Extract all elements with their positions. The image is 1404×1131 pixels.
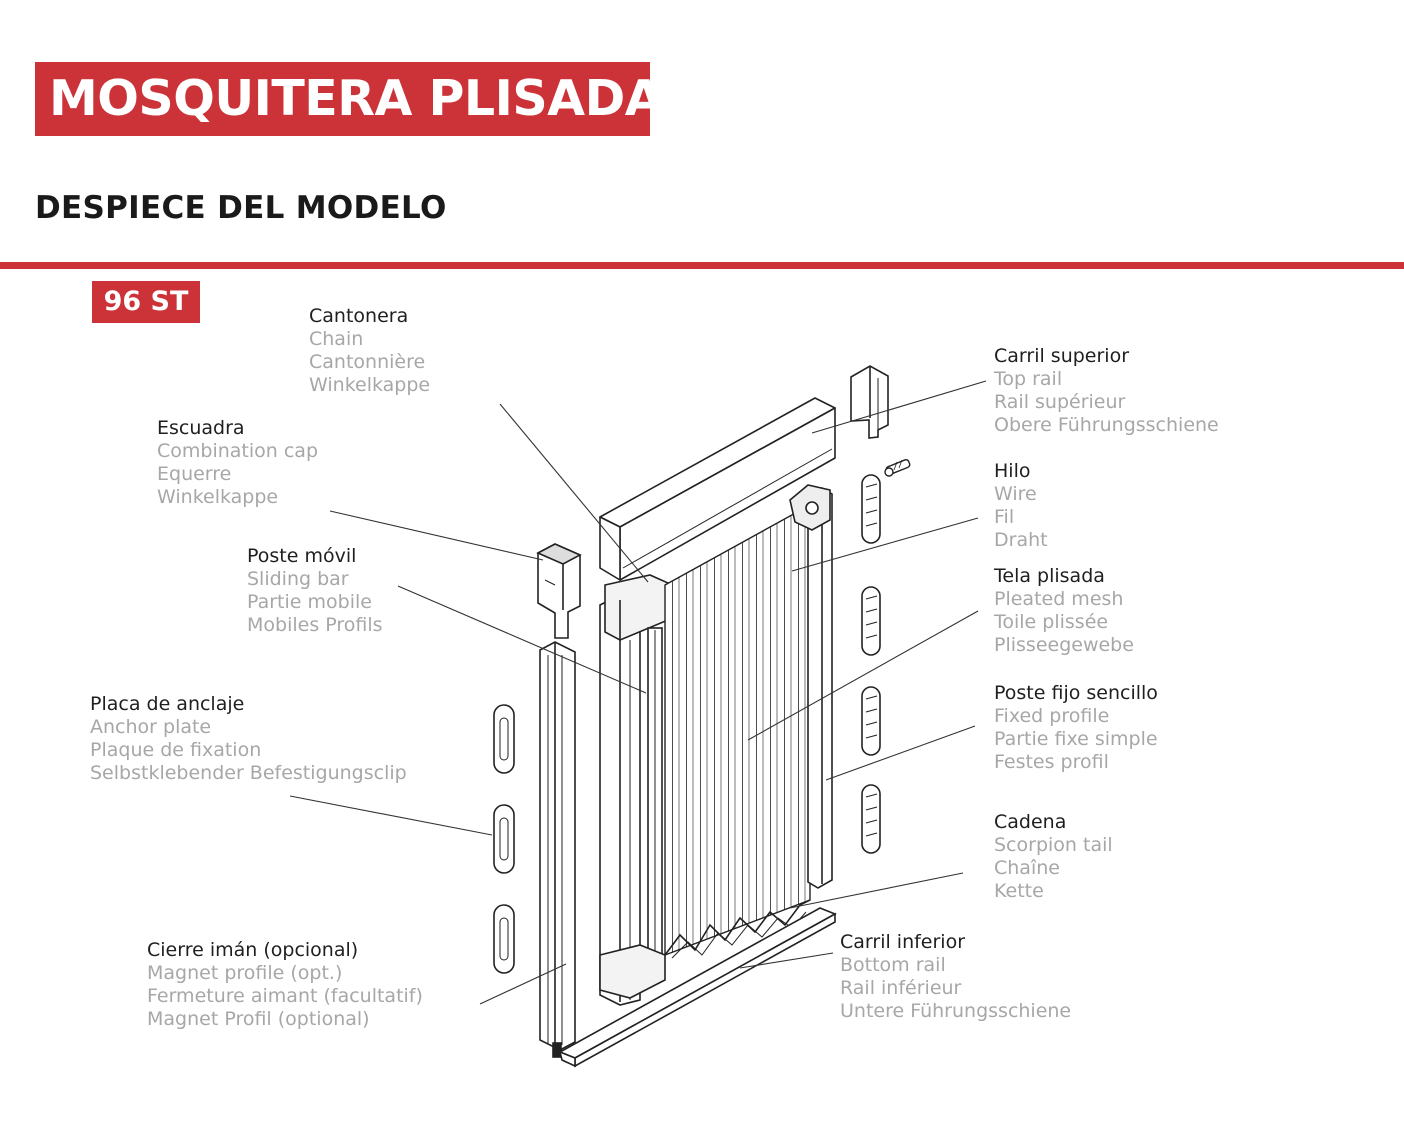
- leader-poste-movil: [397, 585, 647, 694]
- label-fr: Toile plissée: [994, 611, 1109, 633]
- top-rail: [599, 397, 836, 581]
- label-es: Tela plisada: [994, 565, 1105, 587]
- label-fr: Plaque de fixation: [90, 739, 262, 761]
- label-fr: Rail supérieur: [994, 391, 1126, 413]
- label-en: Fixed profile: [994, 705, 1110, 727]
- anchor-plates-left: [493, 704, 515, 974]
- label-es: Placa de anclaje: [90, 693, 245, 715]
- label-de: Winkelkappe: [157, 486, 279, 508]
- label-de: Obere Führungsschiene: [994, 414, 1219, 436]
- label-fr: Rail inférieur: [840, 977, 962, 999]
- label-en: Combination cap: [157, 440, 319, 462]
- label-escuadra: Escuadra Combination cap Equerre Winkelk…: [157, 417, 318, 509]
- label-en: Anchor plate: [90, 716, 212, 738]
- screw-part: [884, 459, 911, 477]
- label-en: Top rail: [994, 368, 1063, 390]
- label-poste-movil: Poste móvil Sliding bar Partie mobile Mo…: [247, 545, 383, 637]
- label-es: Cadena: [994, 811, 1067, 833]
- leader-cierre-iman: [479, 963, 567, 1005]
- label-cierre-iman: Cierre imán (opcional) Magnet profile (o…: [147, 939, 423, 1031]
- label-carril-superior: Carril superior Top rail Rail supérieur …: [994, 345, 1219, 437]
- page-title: MOSQUITERA PLISADA: [49, 70, 663, 127]
- label-es: Carril inferior: [840, 931, 966, 953]
- leader-carril-inferior: [739, 952, 834, 969]
- label-en: Scorpion tail: [994, 834, 1113, 856]
- label-en: Sliding bar: [247, 568, 349, 590]
- label-cadena: Cadena Scorpion tail Chaîne Kette: [994, 811, 1113, 903]
- label-en: Magnet profile (opt.): [147, 962, 343, 984]
- leader-lines: [289, 380, 987, 1005]
- label-de: Draht: [994, 529, 1048, 551]
- label-es: Carril superior: [994, 345, 1130, 367]
- anchor-plates-right: [861, 474, 881, 854]
- label-en: Wire: [994, 483, 1037, 505]
- label-es: Cantonera: [309, 305, 409, 327]
- moving-post: [599, 574, 669, 1006]
- label-de: Festes profil: [994, 751, 1109, 773]
- cantonera-part: [850, 365, 889, 439]
- label-fr: Cantonnière: [309, 351, 426, 373]
- label-es: Poste fijo sencillo: [994, 682, 1158, 704]
- label-en: Bottom rail: [840, 954, 946, 976]
- label-fr: Partie mobile: [247, 591, 372, 613]
- label-fr: Equerre: [157, 463, 232, 485]
- label-de: Selbstklebender Befestigungsclip: [90, 762, 407, 784]
- label-en: Chain: [309, 328, 364, 350]
- label-fr: Fermeture aimant (facultatif): [147, 985, 423, 1007]
- leader-cantonera: [499, 403, 649, 583]
- label-de: Winkelkappe: [309, 374, 431, 396]
- label-placa-anclaje: Placa de anclaje Anchor plate Plaque de …: [90, 693, 407, 785]
- escuadra-part: [536, 543, 582, 639]
- pleated-mesh: [664, 503, 811, 959]
- leader-hilo: [791, 517, 979, 572]
- label-hilo: Hilo Wire Fil Draht: [994, 460, 1048, 552]
- label-es: Hilo: [994, 460, 1031, 482]
- leader-carril-superior: [811, 380, 987, 434]
- leader-placa-anclaje: [289, 795, 493, 836]
- label-cantonera: Cantonera Chain Cantonnière Winkelkappe: [309, 305, 430, 397]
- bottom-rail: [558, 907, 837, 1068]
- fixed-profile: [789, 484, 833, 889]
- label-de: Kette: [994, 880, 1044, 902]
- model-badge: 96 ST: [92, 281, 200, 323]
- leader-cadena: [789, 872, 964, 909]
- label-fr: Partie fixe simple: [994, 728, 1158, 750]
- leader-poste-fijo: [825, 725, 976, 781]
- model-label: 96 ST: [103, 286, 189, 317]
- label-en: Pleated mesh: [994, 588, 1124, 610]
- label-de: Plisseegewebe: [994, 634, 1134, 656]
- divider: [0, 262, 1404, 269]
- label-fr: Fil: [994, 506, 1015, 528]
- sliding-profile: [539, 641, 576, 1058]
- label-de: Magnet Profil (optional): [147, 1008, 370, 1030]
- label-tela-plisada: Tela plisada Pleated mesh Toile plissée …: [994, 565, 1134, 657]
- label-de: Mobiles Profils: [247, 614, 383, 636]
- label-es: Cierre imán (opcional): [147, 939, 359, 961]
- label-es: Escuadra: [157, 417, 245, 439]
- title-banner: MOSQUITERA PLISADA: [35, 62, 663, 136]
- label-es: Poste móvil: [247, 545, 357, 567]
- label-poste-fijo: Poste fijo sencillo Fixed profile Partie…: [994, 682, 1158, 774]
- page-subtitle: DESPIECE DEL MODELO: [35, 190, 447, 226]
- label-carril-inferior: Carril inferior Bottom rail Rail inférie…: [840, 931, 1071, 1023]
- leader-escuadra: [329, 510, 544, 561]
- leader-tela-plisada: [747, 610, 979, 741]
- label-fr: Chaîne: [994, 857, 1060, 879]
- label-de: Untere Führungsschiene: [840, 1000, 1072, 1022]
